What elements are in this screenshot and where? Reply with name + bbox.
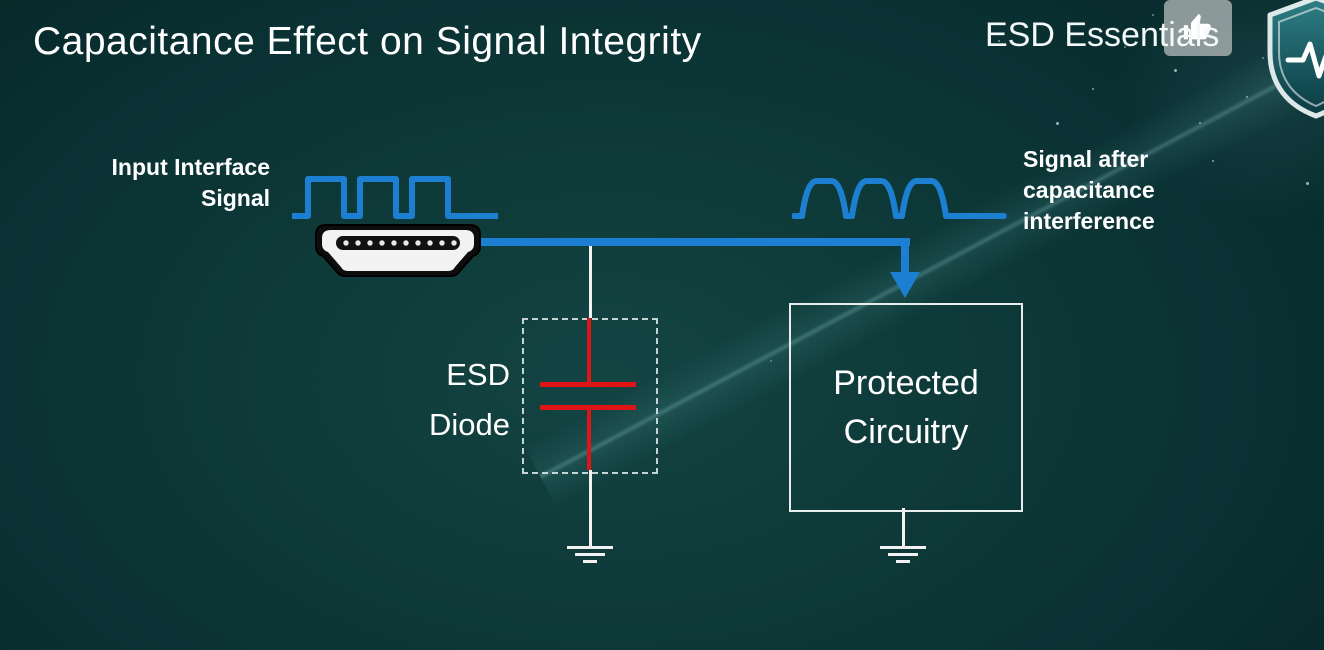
particle-dot [1056, 122, 1059, 125]
particle-dot [1212, 160, 1214, 162]
particle-dot [770, 360, 772, 362]
distorted-wave [792, 174, 1007, 220]
particle-dot [998, 40, 1000, 42]
capacitor-plate-top [540, 382, 636, 387]
clean-square-wave [290, 172, 502, 220]
page-title: Capacitance Effect on Signal Integrity [33, 20, 702, 63]
particle-dot [1152, 14, 1154, 16]
signal-bus-line [480, 238, 910, 246]
particle-dot [1262, 57, 1264, 59]
particle-dot [1246, 96, 1248, 98]
protected-ground-wire [902, 508, 905, 546]
protected-circuitry-box: Protected Circuitry [789, 303, 1023, 512]
output-signal-label: Signal after capacitance interference [1023, 146, 1155, 234]
signal-down-arrow-icon [890, 272, 920, 298]
capacitor-lead-top [587, 318, 591, 384]
particle-dot [1092, 88, 1094, 90]
particle-dot [1174, 69, 1177, 72]
signal-arrow-shaft [901, 246, 909, 272]
ground-symbol-right [878, 546, 928, 567]
hdmi-connector-icon [312, 221, 484, 279]
brand-text: ESD Essentials [985, 16, 1220, 54]
esd-diode-label: ESD Diode [429, 357, 510, 442]
esd-branch-wire-top [589, 246, 592, 318]
particle-dot [1199, 122, 1201, 124]
particle-dot [1306, 182, 1309, 185]
thumbs-up-icon [1164, 0, 1232, 56]
ground-symbol-left [565, 546, 615, 567]
capacitor-plate-bottom [540, 405, 636, 410]
input-signal-label: Input Interface Signal [111, 154, 270, 211]
capacitor-lead-bottom [587, 410, 591, 470]
thumbs-up-glyph [1183, 13, 1211, 40]
particle-dot [1124, 46, 1126, 48]
shield-logo-icon [1258, 0, 1324, 120]
esd-branch-wire-bottom [589, 470, 592, 546]
